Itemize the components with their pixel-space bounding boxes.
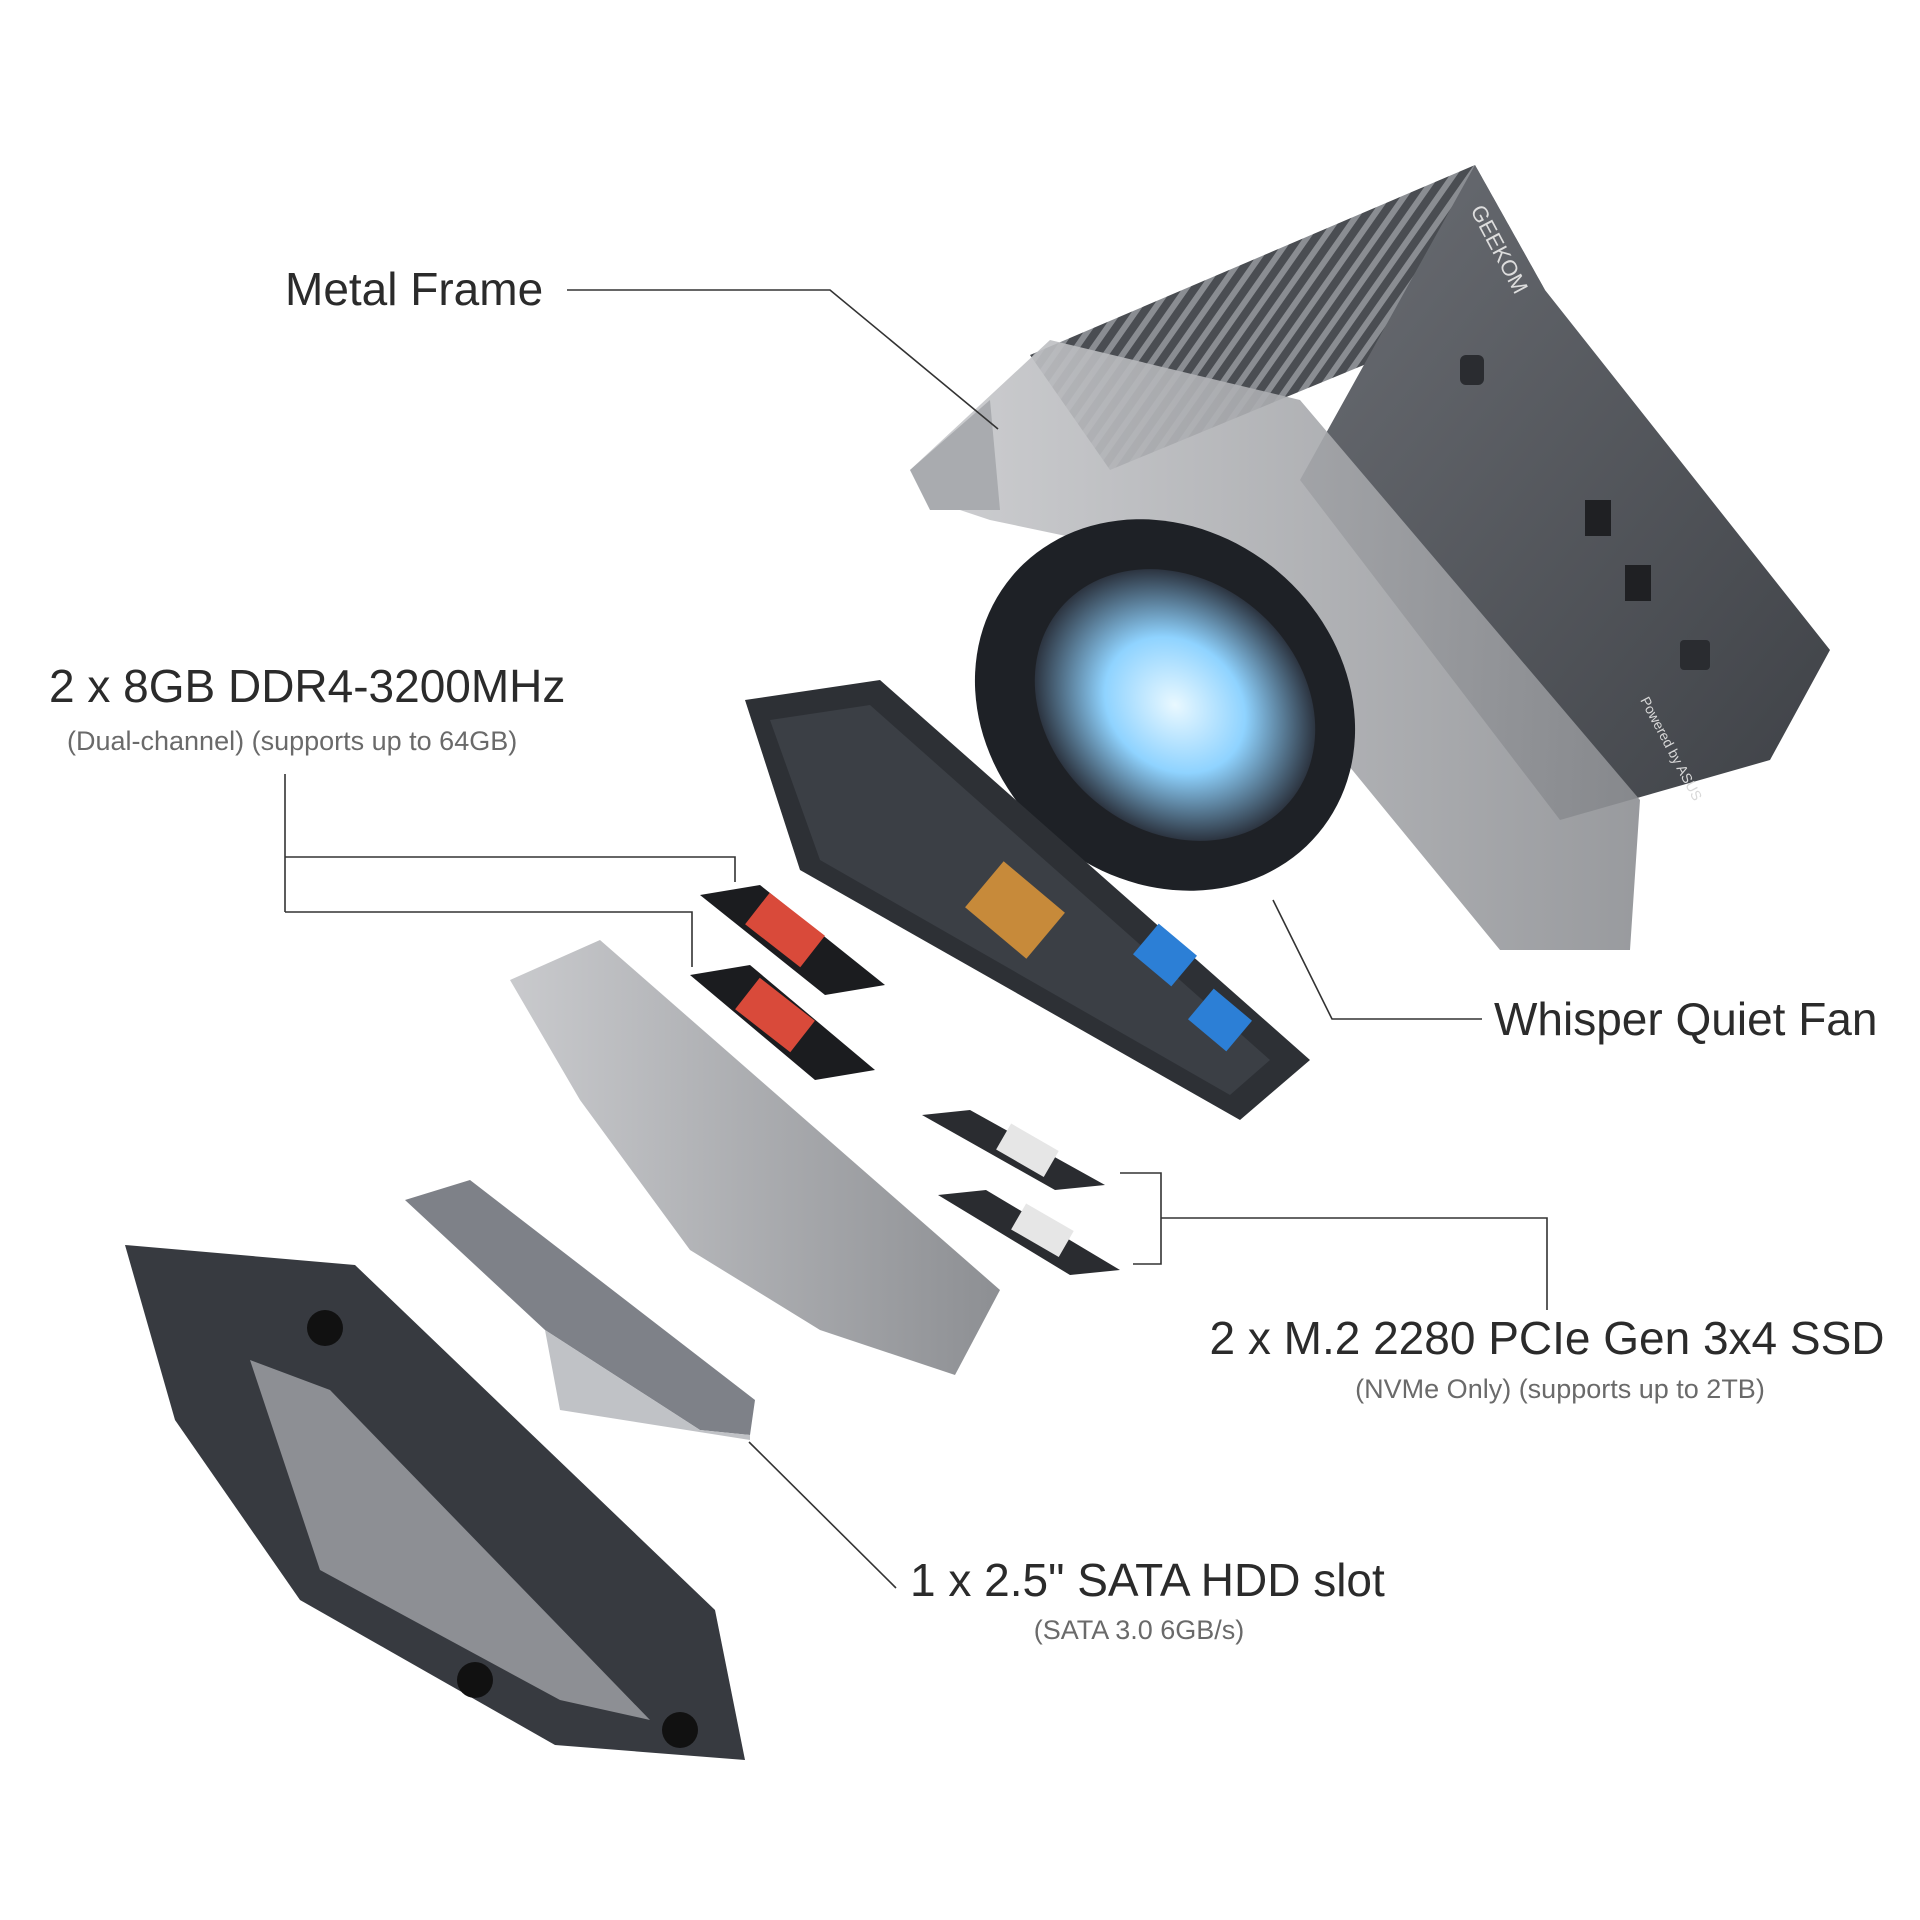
callout-ram-title: 2 x 8GB DDR4-3200MHz xyxy=(49,660,566,712)
callout-fan-title: Whisper Quiet Fan xyxy=(1494,993,1878,1045)
callout-ssd-title: 2 x M.2 2280 PCIe Gen 3x4 SSD xyxy=(1209,1312,1885,1364)
leader-hdd xyxy=(748,1441,897,1589)
leader-ssd xyxy=(1161,1217,1548,1310)
hdd-bracket xyxy=(510,940,1000,1375)
callout-ram-subtitle: (Dual-channel) (supports up to 64GB) xyxy=(67,726,518,756)
motherboard xyxy=(745,680,1310,1120)
callout-hdd-title: 1 x 2.5" SATA HDD slot xyxy=(910,1554,1385,1606)
leader-fan xyxy=(1272,899,1482,1020)
callout-ssd-subtitle: (NVMe Only) (supports up to 2TB) xyxy=(1355,1374,1765,1404)
leader-metal-frame xyxy=(567,289,999,430)
leader-lines xyxy=(284,289,1548,1589)
m2-ssds xyxy=(922,1110,1120,1275)
callout-hdd-subtitle: (SATA 3.0 6GB/s) xyxy=(1033,1615,1245,1645)
callout-metal-frame-title: Metal Frame xyxy=(285,263,544,315)
fan xyxy=(974,519,1356,891)
leader-ssd-bracket xyxy=(1120,1172,1162,1265)
ram-modules xyxy=(690,885,885,1080)
bottom-plate xyxy=(125,1245,745,1760)
hdd xyxy=(405,1180,755,1440)
leader-ram-2 xyxy=(285,911,693,967)
leader-ram-1 xyxy=(285,856,736,882)
